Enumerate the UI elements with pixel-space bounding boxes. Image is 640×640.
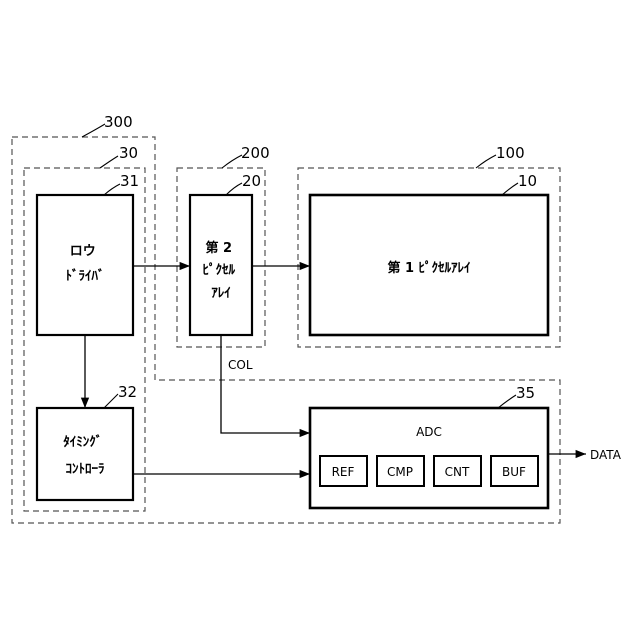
data-output-label: DATA [590,448,622,462]
ref-100-leader [476,155,496,168]
ref-100-label: 100 [496,144,525,162]
adc-label: ADC [416,425,442,439]
ref-30-leader [100,156,118,168]
col-line-to-adc-arrow [221,335,310,433]
ref-32-label: 32 [118,383,137,401]
ref-35-label: 35 [516,384,535,402]
timing-controller-box [37,408,133,500]
ref-35-leader [498,395,516,408]
ref-31-leader [104,184,120,195]
ref-30-label: 30 [119,144,138,162]
ref-300-leader [82,124,105,137]
ref-32-leader [104,394,118,408]
ref-10-label: 10 [518,172,537,190]
ref-10-leader [502,183,518,195]
ref-300-label: 300 [104,113,133,131]
ref-200-leader [222,155,242,168]
row-driver-box [37,195,133,335]
first-pixel-array-label: 第 1 ﾋﾟｸｾﾙｱﾚｲ [387,260,470,276]
adc-cnt-label: CNT [445,465,470,479]
ref-20-label: 20 [242,172,261,190]
adc-buf-label: BUF [502,465,526,479]
ref-31-label: 31 [120,172,139,190]
ref-20-leader [226,183,242,195]
ref-200-label: 200 [241,144,270,162]
adc-ref-label: REF [332,465,355,479]
adc-cmp-label: CMP [387,465,413,479]
col-signal-label: COL [228,358,253,372]
